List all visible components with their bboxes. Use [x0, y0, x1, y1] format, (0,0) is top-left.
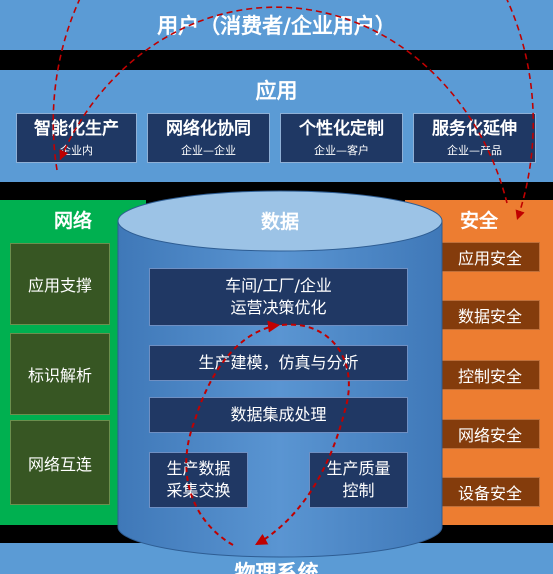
data-box-line: 生产数据 [166, 459, 231, 478]
data-box-line: 运营决策优化 [230, 298, 327, 317]
data-box-decision-optimization: 车间/工厂/企业 运营决策优化 [149, 268, 408, 326]
network-item-identifier-resolution: 标识解析 [10, 333, 110, 415]
physical-system-title: 物理系统 [234, 561, 319, 574]
data-box-collection-exchange: 生产数据 采集交换 [149, 452, 248, 508]
security-item-network: 网络安全 [440, 419, 540, 449]
security-item-control: 控制安全 [440, 360, 540, 390]
data-box-modeling-simulation: 生产建模，仿真与分析 [149, 345, 408, 381]
security-item-application: 应用安全 [440, 242, 540, 272]
security-item-device: 设备安全 [440, 477, 540, 507]
data-box-line: 生产质量 [326, 459, 391, 478]
data-box-line: 车间/工厂/企业 [225, 276, 332, 295]
network-item-app-support: 应用支撑 [10, 243, 110, 325]
security-item-data: 数据安全 [440, 300, 540, 330]
data-box-quality-control: 生产质量 控制 [309, 452, 408, 508]
data-box-line: 控制 [342, 481, 375, 500]
network-item-interconnection: 网络互连 [10, 420, 110, 505]
data-box-integration-processing: 数据集成处理 [149, 397, 408, 433]
data-title: 数据 [260, 210, 299, 233]
data-box-line: 采集交换 [166, 481, 231, 500]
